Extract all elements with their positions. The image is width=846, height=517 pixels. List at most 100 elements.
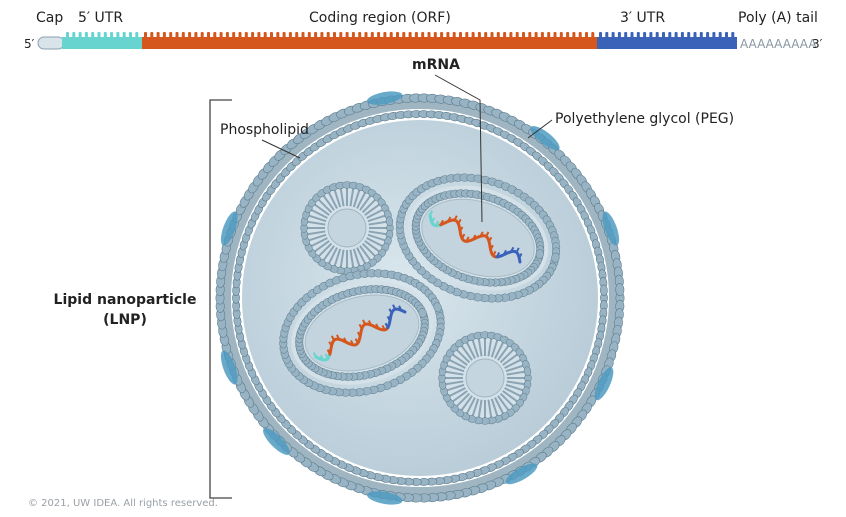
- micelle-tail: [452, 390, 468, 403]
- vesicle-lipid-head: [551, 252, 560, 263]
- helix-base: [459, 226, 464, 232]
- micelle-tail: [322, 195, 335, 211]
- peg-chain: [366, 491, 403, 505]
- micelle-head: [385, 216, 394, 227]
- peg-chain: [602, 211, 620, 246]
- micelle-tail: [359, 245, 372, 261]
- helix-base: [502, 249, 507, 256]
- polya-label: Poly (A) tail: [738, 10, 818, 26]
- micelle-tail: [477, 399, 483, 418]
- micelle-tail: [327, 247, 338, 265]
- micelle-tail: [310, 237, 328, 248]
- cap-label: Cap: [36, 10, 64, 26]
- peg-label: Polyethylene glycol (PEG): [555, 111, 735, 127]
- micelle-tail: [506, 380, 525, 386]
- micelle-tail: [445, 380, 464, 386]
- micelle-tail: [487, 399, 493, 418]
- micelle-top-left: [300, 181, 394, 275]
- micelle-tail: [456, 349, 471, 364]
- micelle-tail: [494, 397, 505, 415]
- peg-chain: [220, 211, 238, 246]
- micelle-tail: [499, 392, 514, 407]
- micelle-tail: [308, 233, 327, 242]
- micelle-tail: [460, 395, 473, 411]
- lipid-nanoparticle: [215, 91, 625, 505]
- micelle-tail: [307, 230, 326, 236]
- micelle-tail: [367, 214, 386, 223]
- vesicle-lipid-head: [418, 307, 427, 318]
- mrna-strand: [37, 32, 737, 50]
- helix-base: [435, 220, 440, 227]
- helix-base: [439, 219, 444, 226]
- peg-chains: [220, 91, 620, 505]
- micelle-tail: [490, 339, 499, 358]
- micelle-bottom-right: [438, 331, 532, 425]
- helix-segment: [314, 352, 332, 362]
- helix-base: [489, 244, 494, 251]
- micelle-head: [523, 366, 532, 377]
- helix-base: [515, 247, 520, 253]
- peg-chain: [505, 463, 538, 485]
- helix-base: [447, 216, 452, 222]
- mrna-pointer-line: [434, 74, 483, 223]
- helix-base: [381, 324, 386, 331]
- helix-base: [354, 338, 359, 344]
- helix-base: [328, 341, 333, 347]
- helix-base: [518, 253, 523, 259]
- micelle-tail: [465, 341, 476, 359]
- micelle-tail: [368, 230, 387, 236]
- micelle-tail: [465, 397, 476, 415]
- helix-base: [453, 215, 458, 221]
- micelle-tail: [322, 245, 335, 261]
- micelle-tail: [499, 349, 514, 364]
- micelle-tail: [356, 247, 367, 265]
- utr3-segment: [597, 37, 737, 49]
- lnp-bracket: [209, 99, 232, 499]
- lnp-label-line1: Lipid nanoparticle: [53, 292, 197, 308]
- micelle-tail: [448, 387, 466, 398]
- micelle-tail: [366, 237, 384, 248]
- micelle-tail: [359, 195, 372, 211]
- three-prime-label: 3′: [812, 37, 823, 51]
- helix-base: [356, 331, 362, 337]
- mrna-helix-bottom: [312, 304, 407, 362]
- helix-base: [375, 323, 380, 329]
- helix-base: [384, 322, 389, 329]
- micelle-tail: [349, 188, 355, 207]
- micelle-tail: [314, 203, 330, 216]
- helix-base: [319, 354, 324, 361]
- helix-base: [479, 231, 484, 237]
- micelle-tail: [490, 398, 499, 417]
- micelle-tail: [448, 358, 466, 369]
- lnp-label: Lipid nanoparticle (LNP): [40, 290, 210, 330]
- micelle-tail: [361, 199, 376, 214]
- helix-base: [361, 319, 367, 325]
- polya-sequence: AAAAAAAAA: [740, 37, 817, 51]
- micelle-tail: [356, 191, 367, 209]
- phospholipid-label: Phospholipid: [220, 122, 309, 138]
- helix-base: [324, 353, 329, 359]
- helix-base: [429, 210, 434, 216]
- helix-base: [465, 236, 470, 242]
- peg-chain: [594, 367, 614, 401]
- micelle-tail: [497, 345, 510, 361]
- helix-segment: [428, 213, 443, 228]
- micelle-tail: [506, 370, 525, 376]
- micelle-tail: [502, 390, 518, 403]
- micelle-tail: [445, 370, 464, 376]
- helix-body: [312, 304, 407, 362]
- helix-base: [510, 246, 515, 253]
- micelle-tail: [310, 208, 328, 219]
- vesicle-lipid-head: [433, 302, 442, 313]
- micelle-tail: [446, 364, 465, 373]
- micelle-tail: [446, 383, 465, 392]
- helix-base: [492, 250, 497, 257]
- lipid-head: [615, 283, 625, 297]
- utr5-label: 5′ UTR: [78, 10, 124, 26]
- lipid-head: [599, 284, 608, 296]
- micelle-core: [465, 358, 505, 398]
- micelle-tail: [452, 353, 468, 366]
- micelle-tail: [460, 345, 473, 361]
- micelle-tail: [333, 189, 342, 208]
- micelle-tail: [314, 240, 330, 253]
